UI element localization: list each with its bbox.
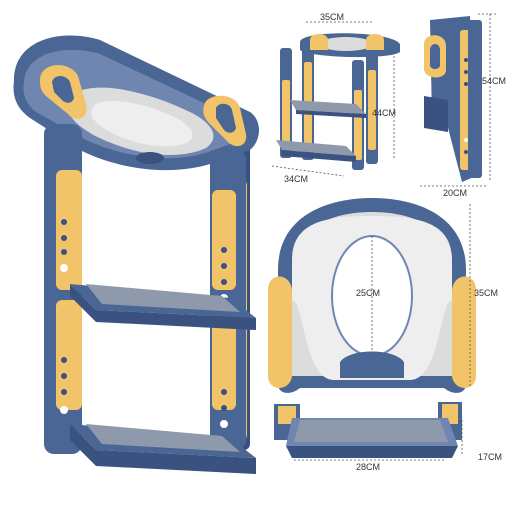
base-width-label: 34CM xyxy=(284,174,309,184)
seat-opening-label: 25CM xyxy=(356,288,381,298)
step-height-label: 17CM xyxy=(478,452,503,462)
front-dimension-view xyxy=(271,21,400,177)
side-dimension-view xyxy=(420,13,498,187)
seat-length-label: 35CM xyxy=(474,288,499,298)
main-ladder-view xyxy=(13,35,260,474)
side-depth-label: 20CM xyxy=(443,188,468,198)
top-width-label: 35CM xyxy=(320,12,345,22)
step-dimension-view xyxy=(274,402,463,461)
ladder-height-label: 44CM xyxy=(372,108,397,118)
seat-dimension-view xyxy=(268,198,476,393)
total-height-label: 54CM xyxy=(482,76,507,86)
step-width-label: 28CM xyxy=(356,462,381,472)
